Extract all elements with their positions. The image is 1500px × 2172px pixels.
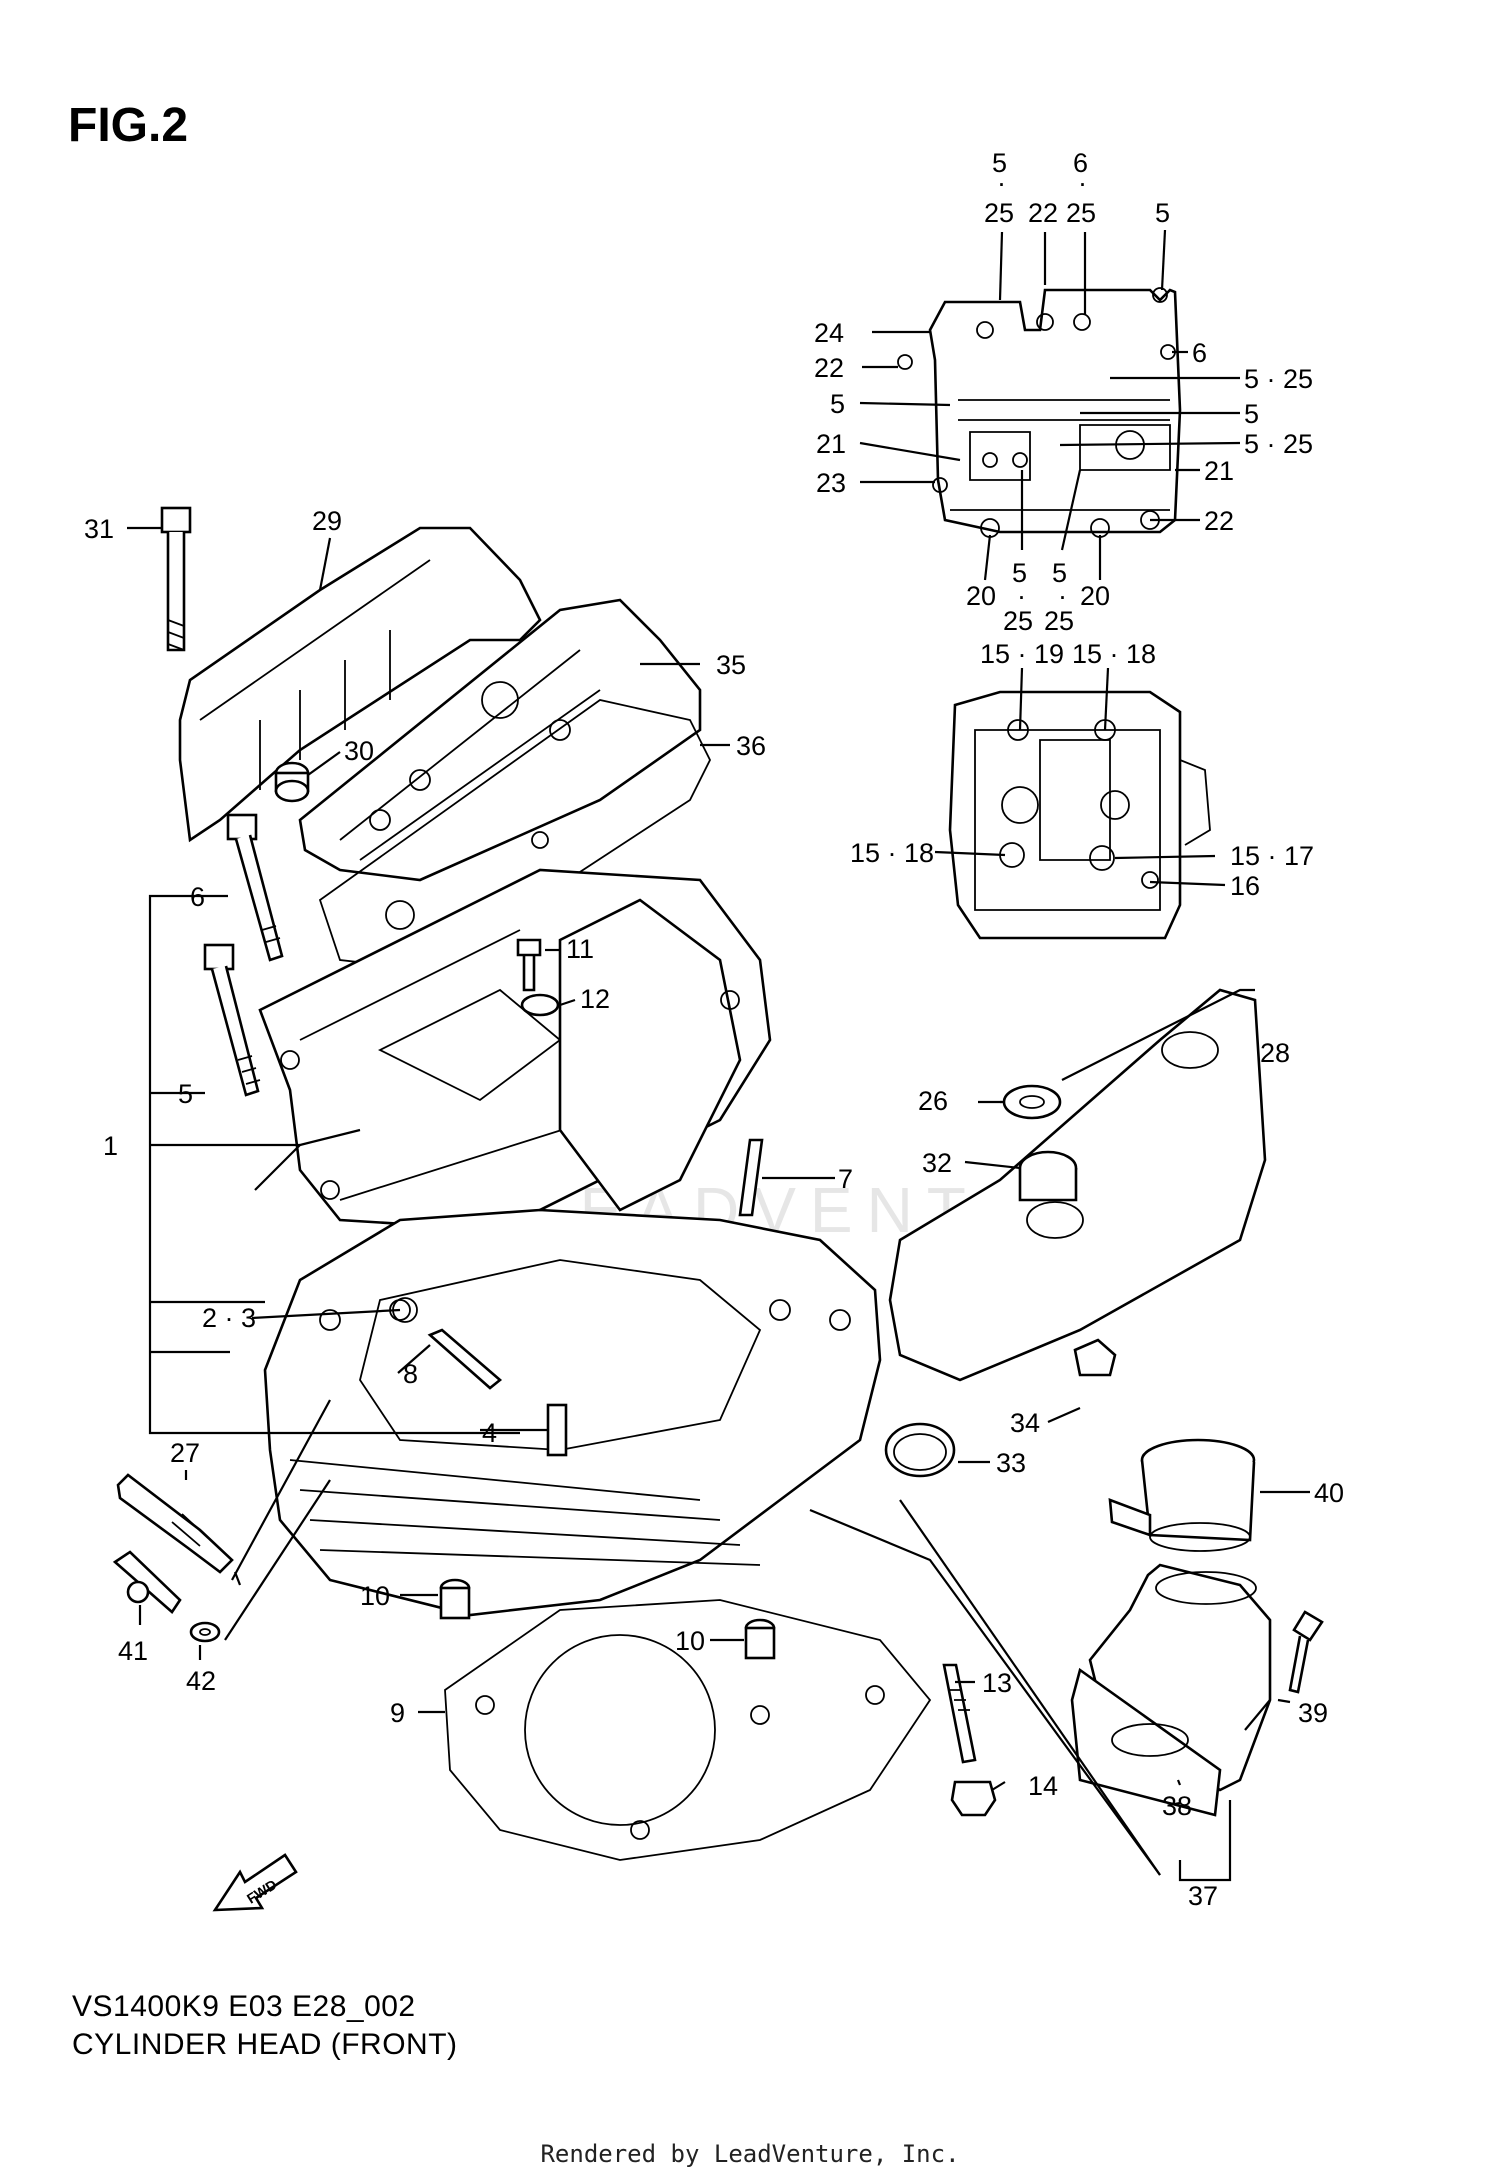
callout-5: 5 bbox=[1155, 198, 1170, 228]
callout-26: 26 bbox=[918, 1086, 948, 1116]
callout-dot: · bbox=[997, 168, 1006, 198]
callout-36: 36 bbox=[736, 731, 766, 761]
dowels-10 bbox=[439, 1578, 776, 1660]
callout-41: 41 bbox=[118, 1636, 148, 1666]
callout-14: 14 bbox=[1028, 1771, 1058, 1801]
callout-33: 33 bbox=[996, 1448, 1026, 1478]
cam-housing-1 bbox=[258, 868, 772, 1232]
callout-34: 34 bbox=[1010, 1408, 1040, 1438]
callout-25: 25 bbox=[1066, 198, 1096, 228]
figure-caption: CYLINDER HEAD (FRONT) bbox=[72, 2028, 458, 2061]
callout-6: 6 bbox=[190, 882, 205, 912]
valve-cover-35 bbox=[298, 598, 702, 882]
spark-plug-27 bbox=[116, 1473, 234, 1574]
callout-15-19: 15 · 19 bbox=[980, 639, 1064, 669]
callout-15-18: 15 · 18 bbox=[850, 838, 934, 868]
callout-5-25: 5 · 25 bbox=[1244, 364, 1313, 394]
callout-5: 5 bbox=[830, 389, 845, 419]
callout-22: 22 bbox=[1204, 506, 1234, 536]
gasket-top-view bbox=[897, 287, 1182, 538]
callout-6: 6 bbox=[1192, 338, 1207, 368]
callout-38: 38 bbox=[1162, 1791, 1192, 1821]
bolt-5 bbox=[203, 943, 261, 1097]
callout-5: 5 bbox=[1012, 558, 1027, 588]
callout-35: 35 bbox=[716, 650, 746, 680]
callout-21: 21 bbox=[816, 429, 846, 459]
callout-9: 9 bbox=[390, 1698, 405, 1728]
callout-42: 42 bbox=[186, 1666, 216, 1696]
callout-20: 20 bbox=[966, 581, 996, 611]
callout-24: 24 bbox=[814, 318, 844, 348]
bolt-39 bbox=[1288, 1610, 1324, 1694]
callout-8: 8 bbox=[403, 1359, 418, 1389]
callout-10: 10 bbox=[360, 1581, 390, 1611]
callout-32: 32 bbox=[922, 1148, 952, 1178]
figure-title: FIG.2 bbox=[68, 99, 189, 152]
callout-7: 7 bbox=[838, 1164, 853, 1194]
callout-15-18: 15 · 18 bbox=[1072, 639, 1156, 669]
callout-5-25: 5 · 25 bbox=[1244, 429, 1313, 459]
callout-37: 37 bbox=[1188, 1881, 1218, 1911]
callout-4: 4 bbox=[482, 1418, 497, 1448]
callout-27: 27 bbox=[170, 1438, 200, 1468]
cylinder-head-underside-view bbox=[948, 690, 1211, 940]
callout-dot: · bbox=[1017, 581, 1026, 611]
side-cover-28 bbox=[888, 988, 1267, 1382]
callout-2-3: 2 · 3 bbox=[202, 1303, 256, 1333]
clamp-40 bbox=[1108, 1438, 1256, 1552]
head-gasket-9 bbox=[444, 1599, 932, 1861]
callout-30: 30 bbox=[344, 736, 374, 766]
callout-22: 22 bbox=[814, 353, 844, 383]
pin-7 bbox=[738, 1138, 764, 1217]
callout-31: 31 bbox=[84, 514, 114, 544]
callout-40: 40 bbox=[1314, 1478, 1344, 1508]
callout-23: 23 bbox=[816, 468, 846, 498]
bolt-31 bbox=[160, 506, 192, 652]
callout-15-17: 15 · 17 bbox=[1230, 841, 1314, 871]
callout-dot: · bbox=[1058, 581, 1067, 611]
sensor-41-washer-42 bbox=[112, 1550, 221, 1643]
callout-5: 5 bbox=[1244, 399, 1259, 429]
callout-28: 28 bbox=[1260, 1038, 1290, 1068]
model-code: VS1400K9 E03 E28_002 bbox=[72, 1990, 416, 2023]
callout-25: 25 bbox=[1003, 606, 1033, 636]
washer-30 bbox=[274, 761, 310, 803]
stud-13-nut-14 bbox=[942, 1663, 997, 1817]
callout-25: 25 bbox=[1044, 606, 1074, 636]
callout-25: 25 bbox=[984, 198, 1014, 228]
callout-29: 29 bbox=[312, 506, 342, 536]
callout-5: 5 bbox=[992, 148, 1007, 178]
cylinder-head bbox=[263, 1208, 882, 1617]
callout-5: 5 bbox=[178, 1079, 193, 1109]
callout-13: 13 bbox=[982, 1668, 1012, 1698]
intake-pipe-38 bbox=[1070, 1563, 1272, 1817]
head-cover-29 bbox=[178, 526, 542, 843]
callout-39: 39 bbox=[1298, 1698, 1328, 1728]
leader-lines bbox=[127, 229, 1310, 1882]
callout-20: 20 bbox=[1080, 581, 1110, 611]
callout-21: 21 bbox=[1204, 456, 1234, 486]
callout-6: 6 bbox=[1073, 148, 1088, 178]
callout-5: 5 bbox=[1052, 558, 1067, 588]
bolt-11-washer-12 bbox=[516, 938, 560, 1017]
callout-11: 11 bbox=[566, 934, 594, 964]
callout-labels: 5 · 25 22 6 · 25 5 24 6 22 5 · 25 5 5 21… bbox=[84, 148, 1344, 1911]
callout-1: 1 bbox=[103, 1131, 118, 1161]
stud-8-dowel-4 bbox=[427, 1328, 568, 1457]
footer-credit: Rendered by LeadVenture, Inc. bbox=[540, 2140, 960, 2168]
callout-12: 12 bbox=[580, 984, 610, 1014]
callout-22: 22 bbox=[1028, 198, 1058, 228]
bolt-6 bbox=[226, 813, 284, 962]
callout-10: 10 bbox=[675, 1626, 705, 1656]
callout-16: 16 bbox=[1230, 871, 1260, 901]
cap-33 bbox=[884, 1422, 956, 1478]
fwd-arrow-icon bbox=[212, 1853, 298, 1912]
callout-dot: · bbox=[1078, 168, 1087, 198]
